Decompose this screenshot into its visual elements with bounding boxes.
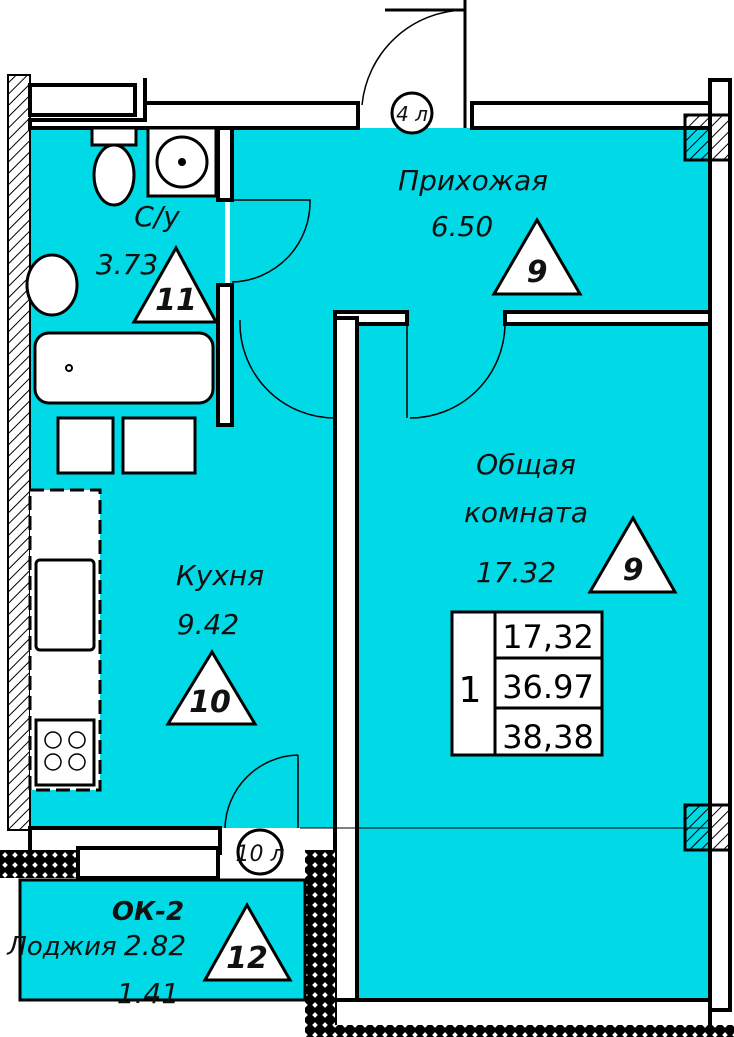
kitchen-sink-icon: [34, 558, 96, 652]
living-room-name-2: комната: [464, 496, 588, 529]
bathroom-door-swing[interactable]: [231, 199, 311, 283]
entrance-door-tag: [390, 91, 434, 135]
kitchen-marker: [165, 649, 258, 726]
outer-wall-left: [7, 74, 31, 831]
hallway-marker-label: 9: [527, 255, 548, 290]
loggia-name: Лоджия: [6, 932, 116, 962]
outer-wall-right: [708, 78, 732, 1012]
entrance-door-swing: [361, 9, 466, 106]
entrance-door-label: 4 л: [396, 102, 428, 126]
bathroom-marker-label: 11: [155, 283, 197, 318]
cabinet-1: [56, 416, 115, 475]
balcony-window: [76, 846, 220, 880]
hallway-marker: [491, 217, 583, 296]
sink-icon: [25, 253, 79, 317]
wall-top-left: [28, 83, 137, 117]
loggia-parapet-top: [0, 850, 80, 878]
wall-hall-living-right: [503, 310, 712, 326]
kitchen-area-value: 9.42: [177, 608, 239, 641]
living-room-marker-label: 9: [623, 553, 644, 588]
bathtub-icon: [33, 331, 215, 405]
stove-icon: [34, 718, 96, 787]
wall-kitchen-living: [333, 316, 359, 1002]
toilet-icon: [92, 143, 136, 207]
hallway-name: Прихожая: [398, 164, 548, 197]
hallway-area: [230, 128, 710, 318]
living-area: 17,32: [502, 618, 594, 656]
bathroom-area-value: 3.73: [96, 248, 158, 281]
rooms-count: 1: [459, 670, 482, 711]
living-room-marker: [587, 514, 678, 594]
kitchen-door-swing[interactable]: [239, 319, 336, 419]
balcony-door-label: 10 л: [235, 842, 284, 867]
living-room-area-value: 17.32: [476, 556, 556, 589]
window-code: ОК-2: [112, 897, 184, 927]
balcony-door-swing[interactable]: [224, 754, 299, 829]
loggia-marker: [202, 901, 293, 982]
cabinet-2: [121, 416, 197, 475]
living-parapet-bottom: [335, 1025, 734, 1037]
total-area: 36.97: [502, 668, 594, 706]
living-room-name-1: Общая: [476, 448, 576, 481]
loggia-area-value: 2.82: [124, 929, 186, 962]
loggia-frame: [18, 878, 307, 1002]
wall-top-right: [470, 101, 712, 130]
loggia-parapet-right: [305, 850, 335, 1037]
kitchen-marker-label: 10: [189, 685, 231, 720]
kitchen-name: Кухня: [176, 559, 264, 592]
loggia-reduced-area: 1.41: [117, 977, 179, 1010]
balcony-door-tag: [236, 828, 284, 876]
wall-bath-hall-lower: [216, 283, 234, 427]
apartment-summary-box: 1 17,32 36.97 38,38: [450, 610, 604, 757]
toilet-tank: [90, 126, 138, 147]
bathroom-name: С/у: [134, 200, 180, 233]
hallway-area-value: 6.50: [431, 210, 493, 243]
living-door-swing[interactable]: [406, 324, 506, 419]
loggia-marker-label: 12: [226, 941, 268, 976]
total-area-with-loggia: 38,38: [502, 718, 594, 756]
bathroom-marker: [131, 244, 219, 324]
column-top: [683, 113, 732, 162]
wall-bath-hall-upper: [216, 126, 234, 202]
